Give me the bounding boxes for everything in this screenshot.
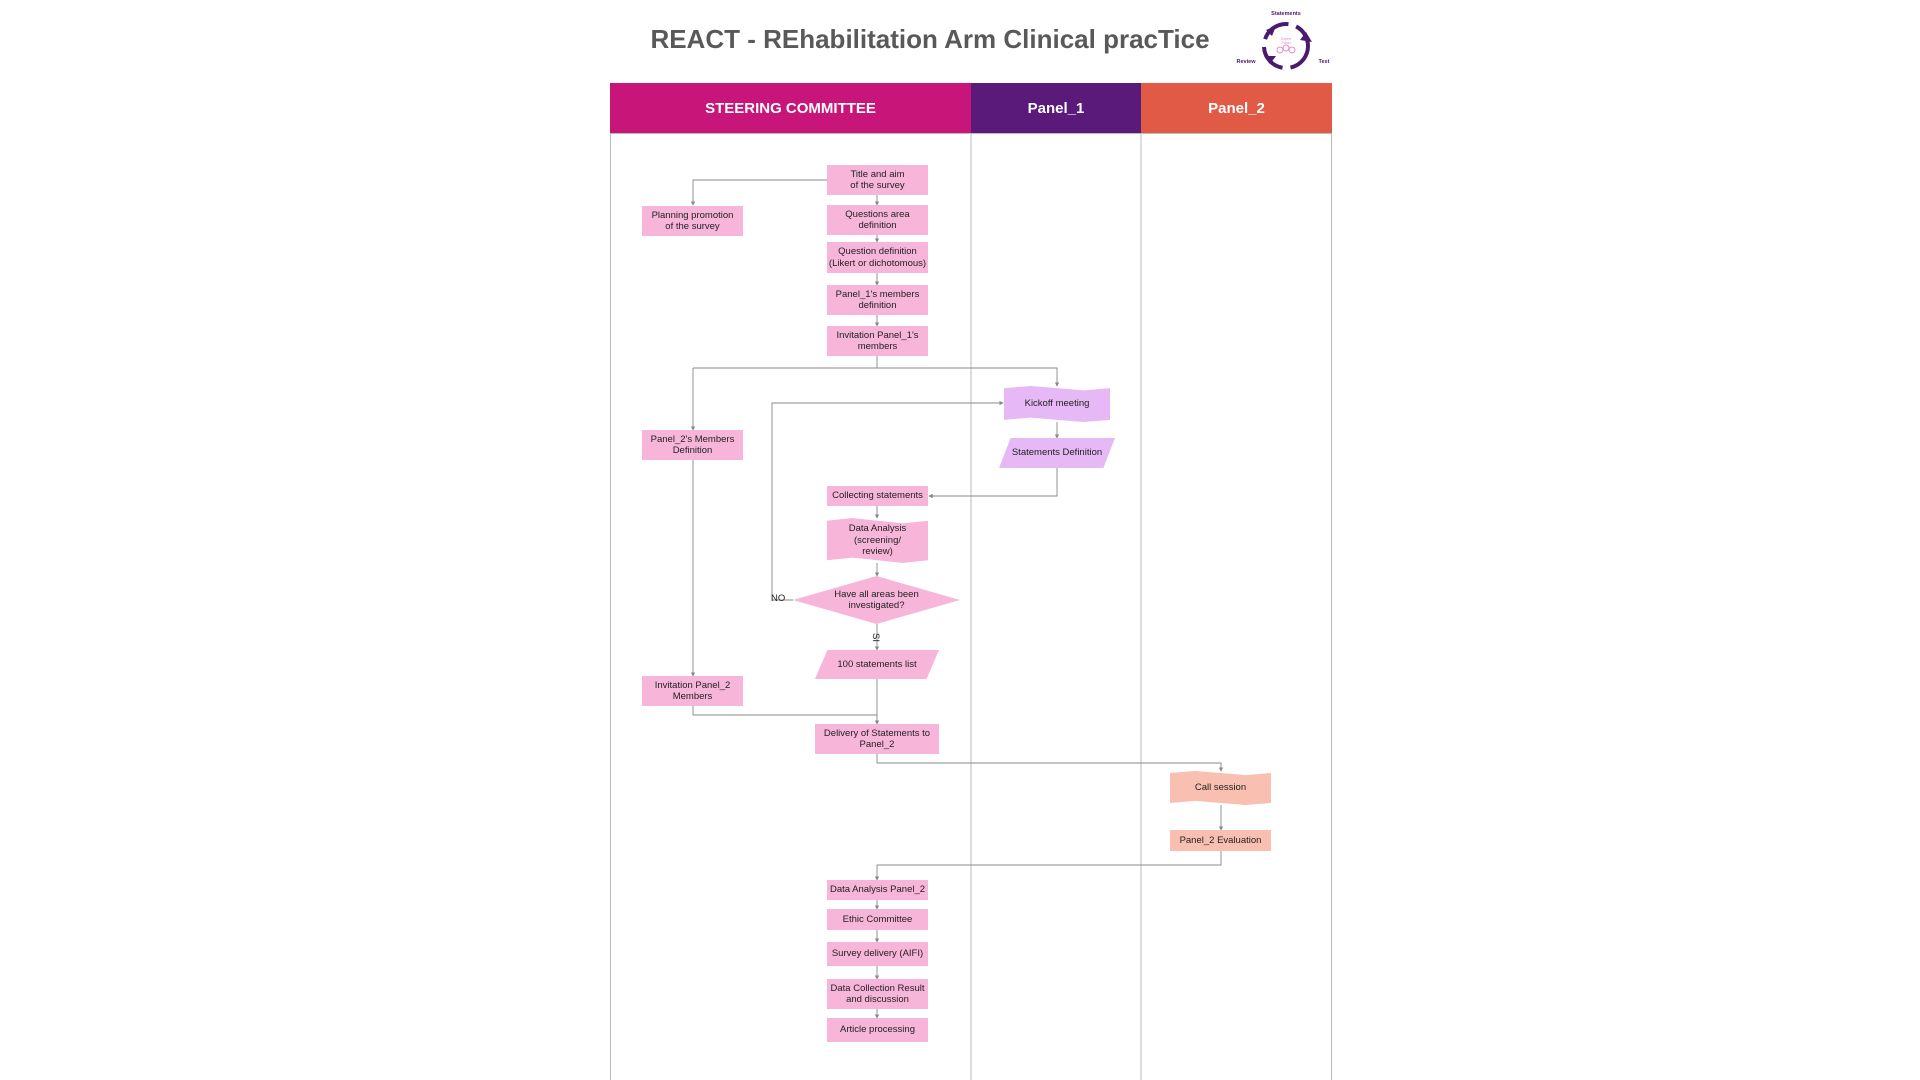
edge-decision-no-to-kickoff xyxy=(771,400,1004,601)
edge-label-no: NO xyxy=(771,593,786,604)
logo-label-review: Review xyxy=(1237,59,1257,65)
edge-delivery-to-call-session xyxy=(876,754,1224,772)
lane-header-panel-2: Panel_2 xyxy=(1141,83,1332,133)
edge-label-yes: SI xyxy=(869,633,881,642)
node-title-aim[interactable]: Title and aim of the survey xyxy=(827,165,928,195)
node-data-analysis[interactable]: Data Analysis (screening/ review) xyxy=(827,518,928,563)
node-panel1-members-definition[interactable]: Panel_1's members definition xyxy=(827,285,928,315)
node-data-analysis-panel2[interactable]: Data Analysis Panel_2 xyxy=(827,880,928,900)
node-statements-list[interactable]: 100 statements list xyxy=(815,650,939,679)
node-ethic-committee[interactable]: Ethic Committee xyxy=(827,909,928,930)
node-data-collection[interactable]: Data Collection Result and discussion xyxy=(827,979,928,1009)
lane-label: Panel_1 xyxy=(1027,99,1085,117)
lane-label: STEERING COMMITTEE xyxy=(705,99,876,117)
edge-evaluation-to-data-analysis-panel2 xyxy=(874,851,1222,881)
node-article-processing[interactable]: Article processing xyxy=(827,1018,928,1042)
edge-title-to-planning xyxy=(690,179,827,206)
edge-invitation-to-kickoff xyxy=(693,367,1060,387)
edge-statements-definition-to-collecting xyxy=(928,468,1058,499)
node-question-definition[interactable]: Question definition (Likert or dichotomo… xyxy=(827,242,928,273)
node-panel2-members-definition[interactable]: Panel_2's Members Definition xyxy=(642,430,743,460)
logo-label-test: Test xyxy=(1319,59,1330,65)
node-survey-delivery[interactable]: Survey delivery (AIFI) xyxy=(827,942,928,966)
node-invitation-panel2[interactable]: Invitation Panel_2 Members xyxy=(642,676,743,706)
diagram-title: REACT - REhabilitation Arm Clinical prac… xyxy=(650,24,1210,54)
node-kickoff-meeting[interactable]: Kickoff meeting xyxy=(1004,386,1110,422)
node-delivery-statements[interactable]: Delivery of Statements to Panel_2 xyxy=(815,724,939,754)
lane-header-steering-committee: STEERING COMMITTEE xyxy=(610,83,971,133)
node-invitation-panel1[interactable]: Invitation Panel_1's members xyxy=(827,326,928,356)
lane-label: Panel_2 xyxy=(1208,99,1265,117)
node-statements-definition[interactable]: Statements Definition xyxy=(999,438,1115,468)
node-planning-promotion[interactable]: Planning promotion of the survey xyxy=(642,206,743,236)
node-questions-area[interactable]: Questions area definition xyxy=(827,205,928,235)
lane-header-panel-1: Panel_1 xyxy=(971,83,1141,133)
node-collecting-statements[interactable]: Collecting statements xyxy=(827,486,928,506)
edge-invitation-panel2-to-delivery xyxy=(692,706,877,716)
logo-label-statements: Statements xyxy=(1271,11,1301,17)
node-panel2-evaluation[interactable]: Panel_2 Evaluation xyxy=(1170,830,1271,851)
node-call-session[interactable]: Call session xyxy=(1170,771,1271,805)
